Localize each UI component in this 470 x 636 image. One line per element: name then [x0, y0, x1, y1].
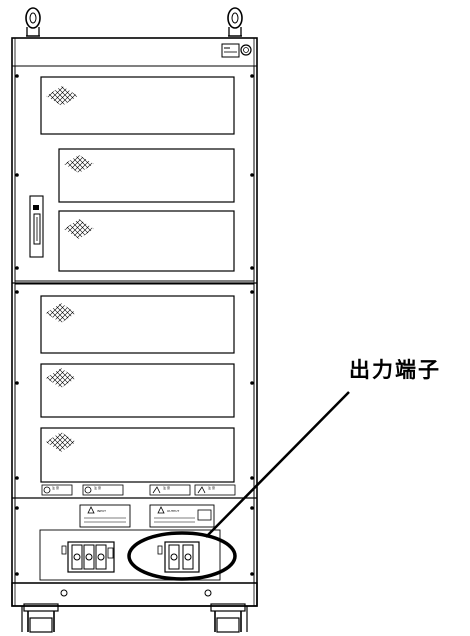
nameplate [221, 43, 240, 58]
warning-label-4: 注 意 [208, 485, 215, 490]
vent-panel-1 [40, 76, 235, 135]
output-terminal-plate: OUTPUT [149, 504, 215, 528]
lifting-eye-right [227, 7, 243, 37]
vent-panel-4 [40, 295, 235, 354]
side-connector [29, 195, 44, 258]
caster-left [21, 603, 59, 633]
lifting-eye-left [25, 7, 41, 37]
power-button [240, 44, 252, 56]
input-terminal-block [61, 541, 115, 573]
warning-label-3: 注 意 [163, 485, 170, 490]
cabinet-base [11, 582, 258, 607]
input-terminal-plate: INPUT [79, 504, 131, 528]
vent-panel-6 [40, 427, 235, 483]
warning-labels: 注 意 注 意 注 意 注 意 [41, 484, 236, 496]
output-terminal-block [157, 541, 200, 573]
vent-panel-3 [58, 210, 235, 272]
upper-section [14, 65, 255, 282]
callout-leader-line [205, 391, 350, 538]
output-plate-label: OUTPUT [167, 509, 179, 513]
warning-label-2: 注 意 [94, 485, 101, 490]
input-plate-label: INPUT [97, 509, 106, 513]
warning-label-1: 注 意 [52, 485, 59, 490]
vent-panel-2 [58, 148, 235, 203]
side-screws [15, 74, 254, 576]
vent-panel-5 [40, 363, 235, 418]
output-terminal-callout-label: 出力端子 [349, 358, 441, 382]
output-terminal-highlight [127, 531, 237, 581]
caster-right [210, 603, 248, 633]
